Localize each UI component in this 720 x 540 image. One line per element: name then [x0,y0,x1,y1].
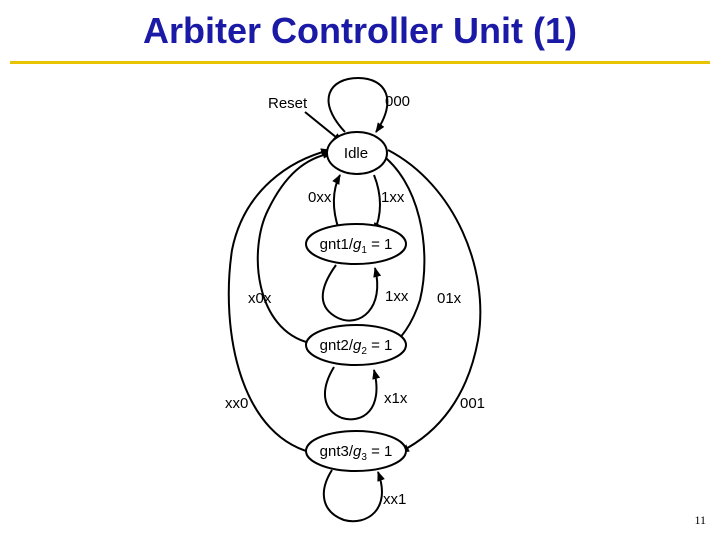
state-gnt3 [305,430,407,472]
idle-self-loop [327,76,389,133]
gnt2-to-idle-label: x0x [248,290,272,307]
state-gnt2-label: gnt2/g2 = 1 [320,337,393,357]
idle-self-label: 000 [385,93,410,110]
state-idle [326,131,388,175]
state-gnt3-label: gnt3/g3 = 1 [320,443,393,463]
gnt3-self-label: xx1 [383,491,406,508]
idle-to-gnt3-label: 001 [460,395,485,412]
gnt1-self-loop [321,264,382,322]
gnt3-to-idle-label: xx0 [225,395,248,412]
idle-to-gnt2-label: 01x [437,290,462,307]
idle-to-gnt1-label: 1xx [381,189,405,206]
reset-label: Reset [268,95,308,112]
gnt2-self-loop [323,366,381,421]
state-gnt2 [305,324,407,366]
gnt1-to-idle-label: 0xx [308,189,332,206]
idle-to-gnt3-edge [387,149,482,453]
gnt3-to-idle-edge [227,148,331,455]
gnt1-self-label: 1xx [385,288,409,305]
state-gnt1-label: gnt1/g1 = 1 [320,236,393,256]
gnt3-self-loop [323,469,385,523]
gnt2-self-label: x1x [384,390,408,407]
title-underline [10,61,710,64]
state-idle-label: Idle [344,145,368,162]
gnt1-to-idle-edge [332,174,341,231]
state-gnt1 [305,223,407,265]
gnt2-to-idle-edge [256,150,333,344]
slide-title: Arbiter Controller Unit (1) [142,10,577,51]
idle-to-gnt1-edge [373,174,382,233]
idle-to-gnt2-edge [377,151,426,345]
page-number: 11 [694,513,706,527]
